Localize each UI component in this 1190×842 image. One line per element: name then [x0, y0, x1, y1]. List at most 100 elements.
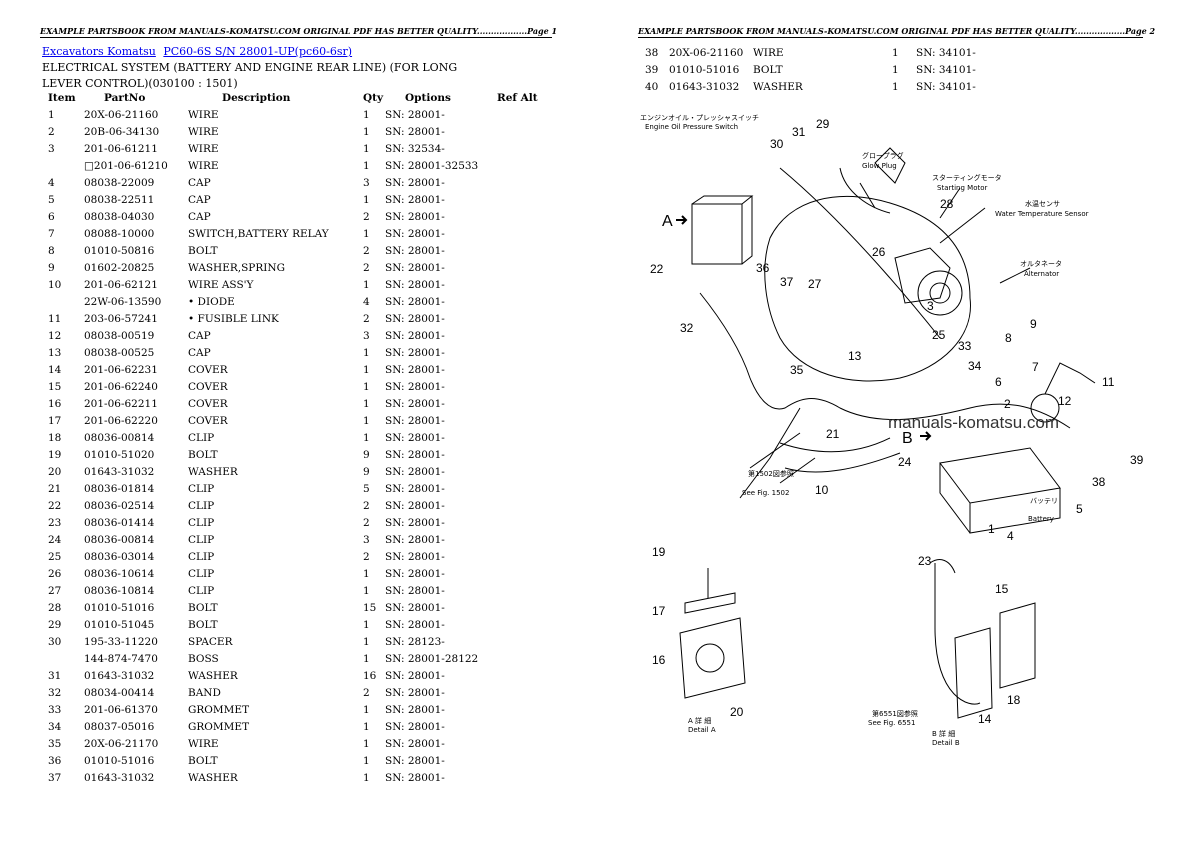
see-fig-6551-jp: 第6551図参照: [872, 709, 918, 718]
description-cell: CLIP: [188, 568, 215, 580]
qty-cell: 16: [363, 670, 377, 682]
options-cell: SN: 28001-: [385, 296, 445, 308]
detail-a-label: Detail A: [688, 726, 716, 734]
ref-alt-cell: [497, 192, 538, 209]
qty-cell: 1: [363, 364, 370, 376]
item-cell: 23: [48, 517, 62, 529]
callout-26: 26: [872, 245, 886, 259]
detail-a-label-jp: A 詳 細: [688, 716, 711, 725]
qty-cell: 1: [363, 738, 370, 750]
item-cell: 6: [48, 211, 55, 223]
detail-a-marker: A: [662, 213, 673, 230]
item-cell: 11: [48, 313, 62, 325]
ref-alt-cell: [497, 685, 538, 702]
callout-27: 27: [808, 277, 822, 291]
callout-4: 4: [1007, 529, 1014, 543]
qty-cell: 1: [363, 653, 370, 665]
callout-19: 19: [652, 545, 666, 559]
diagram-labels: エンジンオイル・プレッシャスイッチ Engine Oil Pressure Sw…: [640, 114, 1089, 747]
ref-alt-cell: [497, 600, 538, 617]
options-cell: SN: 28001-: [385, 432, 445, 444]
item-cell: 3: [48, 143, 55, 155]
description-cell: WASHER: [188, 670, 238, 682]
options-cell: SN: 28001-: [385, 398, 445, 410]
item-cell: 5: [48, 194, 55, 206]
oil-switch-label: Engine Oil Pressure Switch: [645, 123, 738, 131]
partno-cell: 201-06-62211: [84, 398, 158, 410]
page-1: EXAMPLE PARTSBOOK FROM MANUALS-KOMATSU.C…: [40, 26, 557, 784]
partno-cell: 01643-31032: [84, 466, 155, 478]
callout-39: 39: [1130, 453, 1144, 467]
qty-cell: 1: [363, 415, 370, 427]
glow-plug-label-jp: グロープラグ: [862, 151, 904, 160]
breadcrumb-link-model[interactable]: PC60-6S S/N 28001-UP(pc60-6sr): [163, 45, 353, 58]
partno-cell: 08036-01414: [84, 517, 155, 529]
qty-cell: 2: [363, 500, 370, 512]
item-cell: 35: [48, 738, 62, 750]
item-cell: 20: [48, 466, 62, 478]
options-cell: SN: 28001-: [385, 313, 445, 325]
options-cell: SN: 34101-: [916, 64, 976, 76]
ref-alt-cell: [497, 294, 538, 311]
description-cell: BOSS: [188, 653, 219, 665]
qty-cell: 1: [363, 143, 370, 155]
description-cell: SWITCH,BATTERY RELAY: [188, 228, 329, 240]
callout-28: 28: [940, 197, 954, 211]
partno-cell: 08036-10814: [84, 585, 155, 597]
options-cell: SN: 28001-: [385, 330, 445, 342]
item-cell: 1: [48, 109, 55, 121]
callout-numbers: 1234567891011121314151617181920212223242…: [650, 117, 1144, 726]
qty-cell: 2: [363, 517, 370, 529]
partno-cell: 08036-00814: [84, 432, 155, 444]
partno-cell: 08038-22009: [84, 177, 155, 189]
description-cell: CAP: [188, 330, 211, 342]
see-fig-6551: See Fig. 6551: [868, 719, 915, 727]
options-cell: SN: 28001-: [385, 483, 445, 495]
item-cell: 37: [48, 772, 62, 784]
qty-cell: 5: [363, 483, 370, 495]
item-cell: [42, 651, 84, 668]
breadcrumb-link-category[interactable]: Excavators Komatsu: [42, 45, 156, 58]
ref-alt-cell: [497, 617, 538, 634]
item-cell: 8: [48, 245, 55, 257]
item-cell: 31: [48, 670, 62, 682]
options-cell: SN: 28001-: [385, 279, 445, 291]
qty-cell: 1: [363, 109, 370, 121]
ref-alt-cell: [497, 515, 538, 532]
qty-cell: 1: [363, 568, 370, 580]
qty-cell: 1: [363, 755, 370, 767]
starting-motor-label-jp: スターティングモータ: [932, 173, 1002, 182]
qty-cell: 9: [363, 466, 370, 478]
item-cell: 30: [48, 636, 62, 648]
partno-cell: 01643-31032: [84, 670, 155, 682]
qty-cell: 1: [363, 432, 370, 444]
partno-cell: 201-06-62240: [84, 381, 158, 393]
column-header-options: Options: [405, 92, 451, 104]
description-cell: BAND: [188, 687, 221, 699]
ref-alt-cell: [497, 702, 538, 719]
column-header-qty: Qty: [363, 92, 384, 104]
item-cell: 2: [48, 126, 55, 138]
item-cell: 28: [48, 602, 62, 614]
qty-cell: 4: [363, 296, 370, 308]
description-cell: WASHER,SPRING: [188, 262, 285, 274]
options-cell: SN: 34101-: [916, 81, 976, 93]
description-cell: SPACER: [188, 636, 233, 648]
ref-alt-cell: [497, 260, 538, 277]
callout-33: 33: [958, 339, 972, 353]
options-cell: SN: 28001-: [385, 262, 445, 274]
ref-alt-cell: [497, 158, 538, 175]
item-cell: 15: [48, 381, 62, 393]
callout-37: 37: [780, 275, 794, 289]
